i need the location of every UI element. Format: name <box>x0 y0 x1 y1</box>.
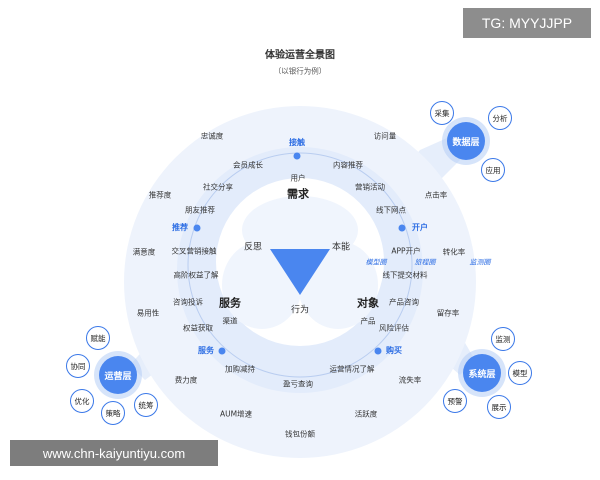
phase-open-label: 开户 <box>412 223 428 232</box>
layer-child-node: 应用 <box>481 158 505 182</box>
ring-item: 内容推荐 <box>333 160 363 170</box>
ring-item: APP开户 <box>391 246 421 256</box>
phase-open-dot <box>398 224 406 232</box>
outer-metric: AUM增速 <box>219 409 253 419</box>
tag-monitor-circle: 监测圈 <box>469 258 491 267</box>
ring-item: 运营情况了解 <box>329 364 375 374</box>
layer-child-node: 预警 <box>443 389 467 413</box>
phase-buy-label: 购买 <box>386 346 402 355</box>
phase-buy-dot <box>374 347 382 355</box>
core-object-label: 对象 <box>357 296 379 310</box>
ring-item: 盈亏查询 <box>283 379 313 389</box>
outer-metric: 钱包份额 <box>285 429 315 439</box>
outer-metric: 转化率 <box>442 247 466 257</box>
layer-child-node: 展示 <box>487 395 511 419</box>
ring-item: 咨询投诉 <box>173 297 203 307</box>
center-triangle <box>270 249 330 295</box>
outer-metric: 活跃度 <box>354 409 378 419</box>
outer-metric: 留存率 <box>436 308 460 318</box>
layer-child-node: 分析 <box>488 106 512 130</box>
phase-recommend-label: 推荐 <box>172 223 188 232</box>
outer-metric: 访问量 <box>373 131 397 141</box>
layer-child-node: 采集 <box>430 101 454 125</box>
core-product-label: 产品 <box>360 316 376 326</box>
outer-metric: 费力度 <box>174 375 198 385</box>
ring-item: 加购减持 <box>225 364 255 374</box>
core-user-label: 用户 <box>290 173 306 183</box>
ring-item: 风险评估 <box>379 323 409 333</box>
ring-item: 朋友推荐 <box>185 205 215 215</box>
ring-item: 交叉营销接触 <box>171 246 217 256</box>
layer-child-node: 协同 <box>66 354 90 378</box>
layer-child-node: 模型 <box>508 361 532 385</box>
ring-item: 高阶权益了解 <box>173 270 219 280</box>
diagram-subtitle: （以银行为例） <box>273 66 327 76</box>
phase-service-dot <box>218 347 226 355</box>
core-behavior-label: 行为 <box>290 305 310 316</box>
tag-journey-circle: 旅程圈 <box>414 258 436 267</box>
layer-child-node: 优化 <box>70 389 94 413</box>
ring-item: 社交分享 <box>203 182 233 192</box>
ring-item: 权益获取 <box>183 323 213 333</box>
phase-service-label: 服务 <box>198 346 214 355</box>
system-layer-node: 系统层 <box>463 354 501 392</box>
watermark-url: www.chn-kaiyuntiyu.com <box>10 440 218 466</box>
core-instinct-label: 本能 <box>331 242 351 253</box>
orbit-line <box>187 152 413 378</box>
core-channel-label: 渠道 <box>222 316 238 326</box>
outer-metric: 流失率 <box>398 375 422 385</box>
outer-metric: 推荐度 <box>148 190 172 200</box>
ring-item: 会员成长 <box>233 160 263 170</box>
outer-metric: 易用性 <box>136 308 160 318</box>
watermark-tg: TG: MYYJJPP <box>463 8 591 38</box>
diagram-title: 体验运营全景图 <box>265 50 335 61</box>
layer-child-node: 赋能 <box>86 326 110 350</box>
layer-child-node: 策略 <box>101 401 125 425</box>
ring-item: 线下网点 <box>376 205 406 215</box>
core-service-label: 服务 <box>219 296 241 310</box>
ring-item: 产品咨询 <box>389 297 419 307</box>
layer-child-node: 统筹 <box>134 393 158 417</box>
phase-recommend-dot <box>193 224 201 232</box>
data-layer-node: 数据层 <box>447 122 485 160</box>
ring-item: 线下提交材料 <box>382 270 428 280</box>
phase-touch-label: 接触 <box>289 138 305 147</box>
core-reflect-label: 反思 <box>243 242 263 253</box>
tag-model-circle: 模型圈 <box>365 258 387 267</box>
ops-layer-node: 运营层 <box>99 356 137 394</box>
outer-metric: 忠诚度 <box>200 131 224 141</box>
phase-touch-dot <box>293 152 301 160</box>
outer-metric: 点击率 <box>424 190 448 200</box>
core-demand-label: 需求 <box>287 187 309 201</box>
layer-child-node: 监测 <box>491 327 515 351</box>
ring-item: 营销活动 <box>355 182 385 192</box>
outer-metric: 满意度 <box>132 247 156 257</box>
